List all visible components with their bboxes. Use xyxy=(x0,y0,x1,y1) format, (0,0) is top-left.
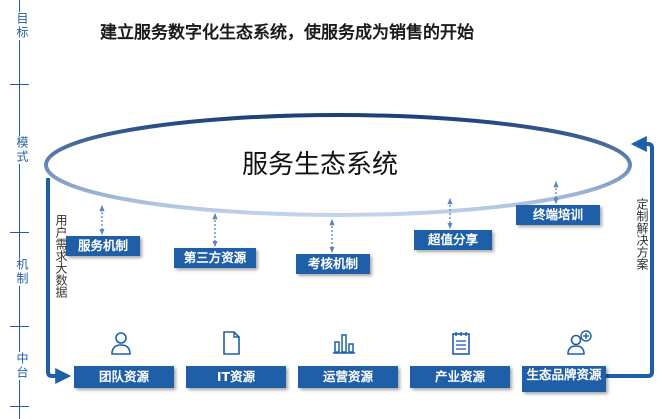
axis-label-platform: 中台 xyxy=(8,352,30,380)
right-flow-label: 定制解决方案 xyxy=(635,198,649,270)
ecosystem-label: 服务生态系统 xyxy=(241,150,398,180)
axis-tick xyxy=(10,232,29,233)
person-plus-icon xyxy=(567,330,592,355)
ecosystem-ellipse xyxy=(44,113,632,217)
mechanism-training: 终端培训 xyxy=(516,205,600,225)
axis-tick xyxy=(10,406,29,407)
axis-label-goal: 目标 xyxy=(8,12,30,40)
resource-eco-brand: 生态品牌资源 xyxy=(522,366,606,392)
axis-line xyxy=(19,0,20,419)
left-flow-arrow xyxy=(46,178,72,384)
left-flow-label: 用户需求大数据 xyxy=(54,214,68,298)
page-title: 建立服务数字化生态系统，使服务成为销售的开始 xyxy=(100,23,474,43)
axis-tick xyxy=(10,84,29,85)
axis-label-mechanism: 机制 xyxy=(8,258,30,286)
bar-chart-icon xyxy=(333,334,355,354)
right-flow-arrow xyxy=(604,136,654,378)
mechanism-value-sharing: 超值分享 xyxy=(414,230,492,250)
document-icon xyxy=(223,331,240,355)
person-icon xyxy=(111,332,131,355)
resource-industry: 产业资源 xyxy=(410,366,510,388)
notepad-icon xyxy=(452,332,470,355)
axis-tick xyxy=(10,326,29,327)
mechanism-third-party: 第三方资源 xyxy=(174,248,256,268)
resource-operations: 运营资源 xyxy=(298,366,398,388)
mechanism-assessment: 考核机制 xyxy=(296,254,370,274)
mechanism-service: 服务机制 xyxy=(66,236,140,256)
resource-it: IT资源 xyxy=(186,366,286,388)
resource-team: 团队资源 xyxy=(74,366,174,388)
axis-label-mode: 模式 xyxy=(8,136,30,164)
